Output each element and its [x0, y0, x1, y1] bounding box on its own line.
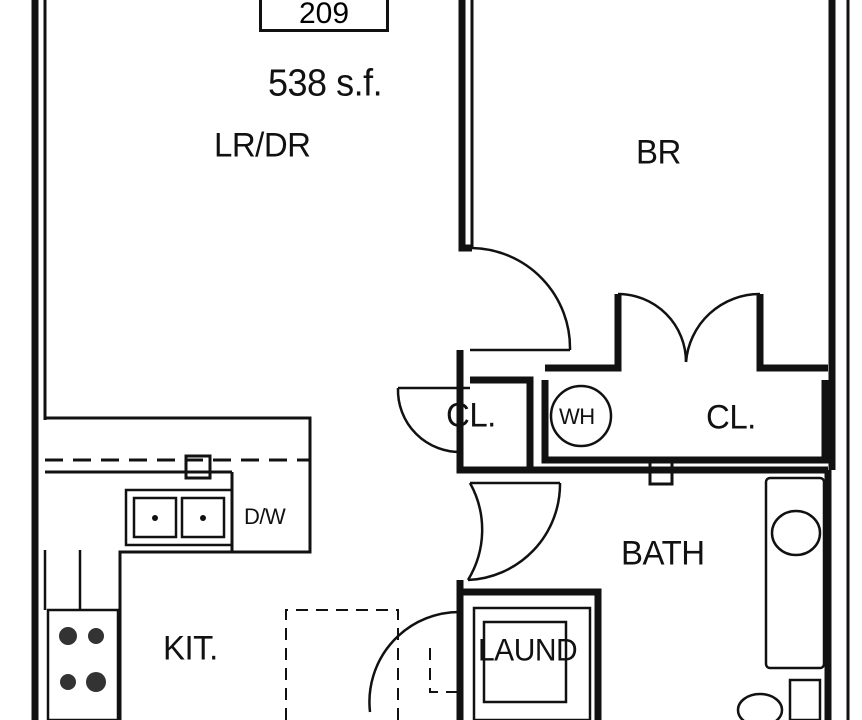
- room-label-laundry: LAUND: [478, 633, 578, 668]
- burner-3: [60, 674, 76, 690]
- label-water-heater: WH: [559, 404, 595, 429]
- range-outline: [43, 550, 82, 610]
- hall-closet-door-swing: [396, 387, 463, 454]
- vanity: [788, 678, 822, 720]
- wall-column: [648, 458, 674, 486]
- closet-door-right: [684, 292, 761, 363]
- unit-number: 209: [298, 0, 350, 30]
- washer: [472, 606, 592, 720]
- column-marker: [184, 454, 212, 480]
- sink-bowl-left: [132, 496, 178, 539]
- drain-left: [152, 515, 158, 521]
- laundry-walls: [460, 588, 602, 720]
- refrigerator: [285, 609, 399, 720]
- sink-basin: [736, 692, 784, 720]
- unit-number-box: 209: [259, 0, 389, 32]
- laundry-door-swing: [368, 610, 463, 713]
- dryer: [482, 620, 568, 704]
- bedroom-wall-lower: [545, 294, 622, 372]
- laundry-door-dash: [429, 648, 466, 693]
- drain-right: [200, 515, 206, 521]
- room-label-bedroom: BR: [636, 132, 681, 171]
- room-label-living-dining: LR/DR: [214, 125, 311, 164]
- room-label-hall-closet: CL.: [446, 395, 496, 434]
- partition-lr-br: [458, 0, 472, 252]
- bedroom-wall-right: [756, 294, 828, 372]
- burner-4: [86, 672, 106, 692]
- water-heater-symbol: [549, 384, 613, 448]
- bathtub: [764, 476, 826, 670]
- toilet-bowl: [770, 509, 822, 557]
- kitchen-bar-top: [45, 416, 312, 554]
- sink-bowl-right: [180, 496, 226, 539]
- bedroom-door-swing: [471, 246, 572, 351]
- unit-area: 538 s.f.: [268, 60, 383, 104]
- range: [46, 608, 120, 720]
- room-label-bedroom-closet: CL.: [706, 397, 756, 436]
- kitchen-sink: [124, 488, 234, 547]
- room-label-kitchen: KIT.: [163, 628, 218, 667]
- bath-door-leaf: [467, 481, 562, 582]
- bath-door-swing: [466, 482, 484, 581]
- room-label-bath: BATH: [621, 533, 705, 572]
- label-dishwasher: D/W: [244, 504, 286, 529]
- burner-1: [59, 627, 77, 645]
- wh-closet-walls: [541, 380, 829, 464]
- closet-door-left: [617, 292, 688, 363]
- burner-2: [88, 628, 104, 644]
